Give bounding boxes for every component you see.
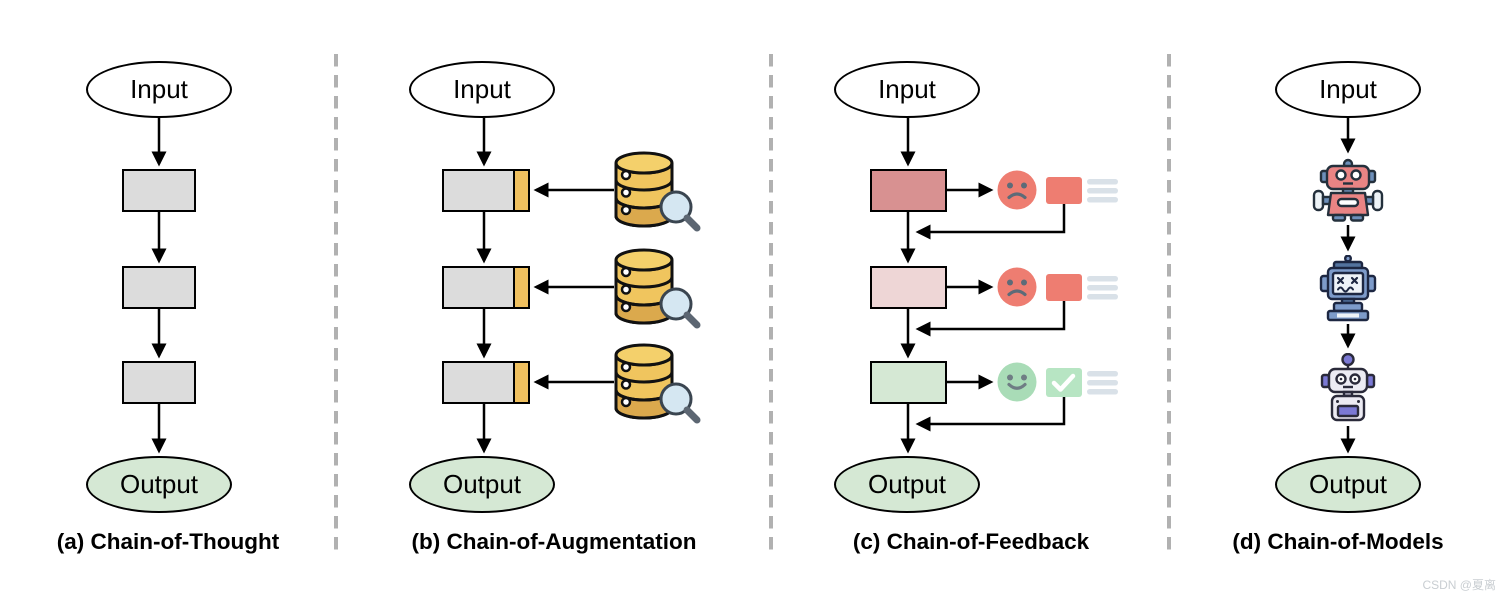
database-search-icon (614, 343, 701, 424)
input-node-b: Input (409, 61, 555, 118)
caption-c: (c) Chain-of-Feedback (852, 529, 1090, 554)
magnifier-icon (659, 190, 701, 232)
caption-b: (b) Chain-of-Augmentation (411, 529, 697, 554)
caption-a: (a) Chain-of-Thought (56, 529, 280, 554)
input-node-c: Input (834, 61, 980, 118)
text-lines-icon (1087, 371, 1118, 395)
magnifier-icon (659, 382, 701, 424)
output-label: Output (119, 469, 199, 499)
output-label: Output (867, 469, 947, 499)
augmentation-strip (513, 363, 528, 402)
thought-step-box (122, 361, 196, 404)
augmentation-strip (513, 268, 528, 307)
input-label: Input (878, 74, 936, 104)
red-robot-icon (1312, 158, 1384, 222)
sad-face-icon (997, 170, 1037, 210)
input-label: Input (453, 74, 511, 104)
feedback-step-box-1 (870, 169, 947, 212)
augmented-step-box (442, 266, 530, 309)
augmented-step-box (442, 169, 530, 212)
output-label: Output (1308, 469, 1388, 499)
happy-face-icon (997, 362, 1037, 402)
blue-robot-icon (1319, 255, 1377, 322)
feedback-step-box-2 (870, 266, 947, 309)
database-search-icon (614, 248, 701, 329)
augmentation-strip (513, 171, 528, 210)
red-note-icon (1046, 274, 1082, 301)
red-note-icon (1046, 177, 1082, 204)
caption-d: (d) Chain-of-Models (1232, 529, 1444, 554)
output-node-a: Output (86, 456, 232, 513)
arrow-c-feedback2-loop (915, 301, 1066, 337)
panel-c-connectors (900, 118, 1066, 454)
augmented-step-box (442, 361, 530, 404)
output-node-d: Output (1275, 456, 1421, 513)
feedback-step-box-3 (870, 361, 947, 404)
input-node-a: Input (86, 61, 232, 118)
watermark: CSDN @夏离 (1422, 578, 1496, 592)
thought-step-box (122, 169, 196, 212)
arrow-c-feedback3-loop (915, 397, 1066, 432)
panel-b-connectors (476, 118, 614, 454)
output-node-c: Output (834, 456, 980, 513)
input-label: Input (1319, 74, 1377, 104)
text-lines-icon (1087, 179, 1118, 203)
input-node-d: Input (1275, 61, 1421, 118)
database-search-icon (614, 151, 701, 232)
output-node-b: Output (409, 456, 555, 513)
input-label: Input (130, 74, 188, 104)
output-label: Output (442, 469, 522, 499)
thought-step-box (122, 266, 196, 309)
arrow-c-feedback1-loop (915, 204, 1066, 240)
text-lines-icon (1087, 276, 1118, 300)
sad-face-icon (997, 267, 1037, 307)
check-icon (1046, 368, 1082, 397)
magnifier-icon (659, 287, 701, 329)
purple-robot-icon (1320, 353, 1376, 422)
